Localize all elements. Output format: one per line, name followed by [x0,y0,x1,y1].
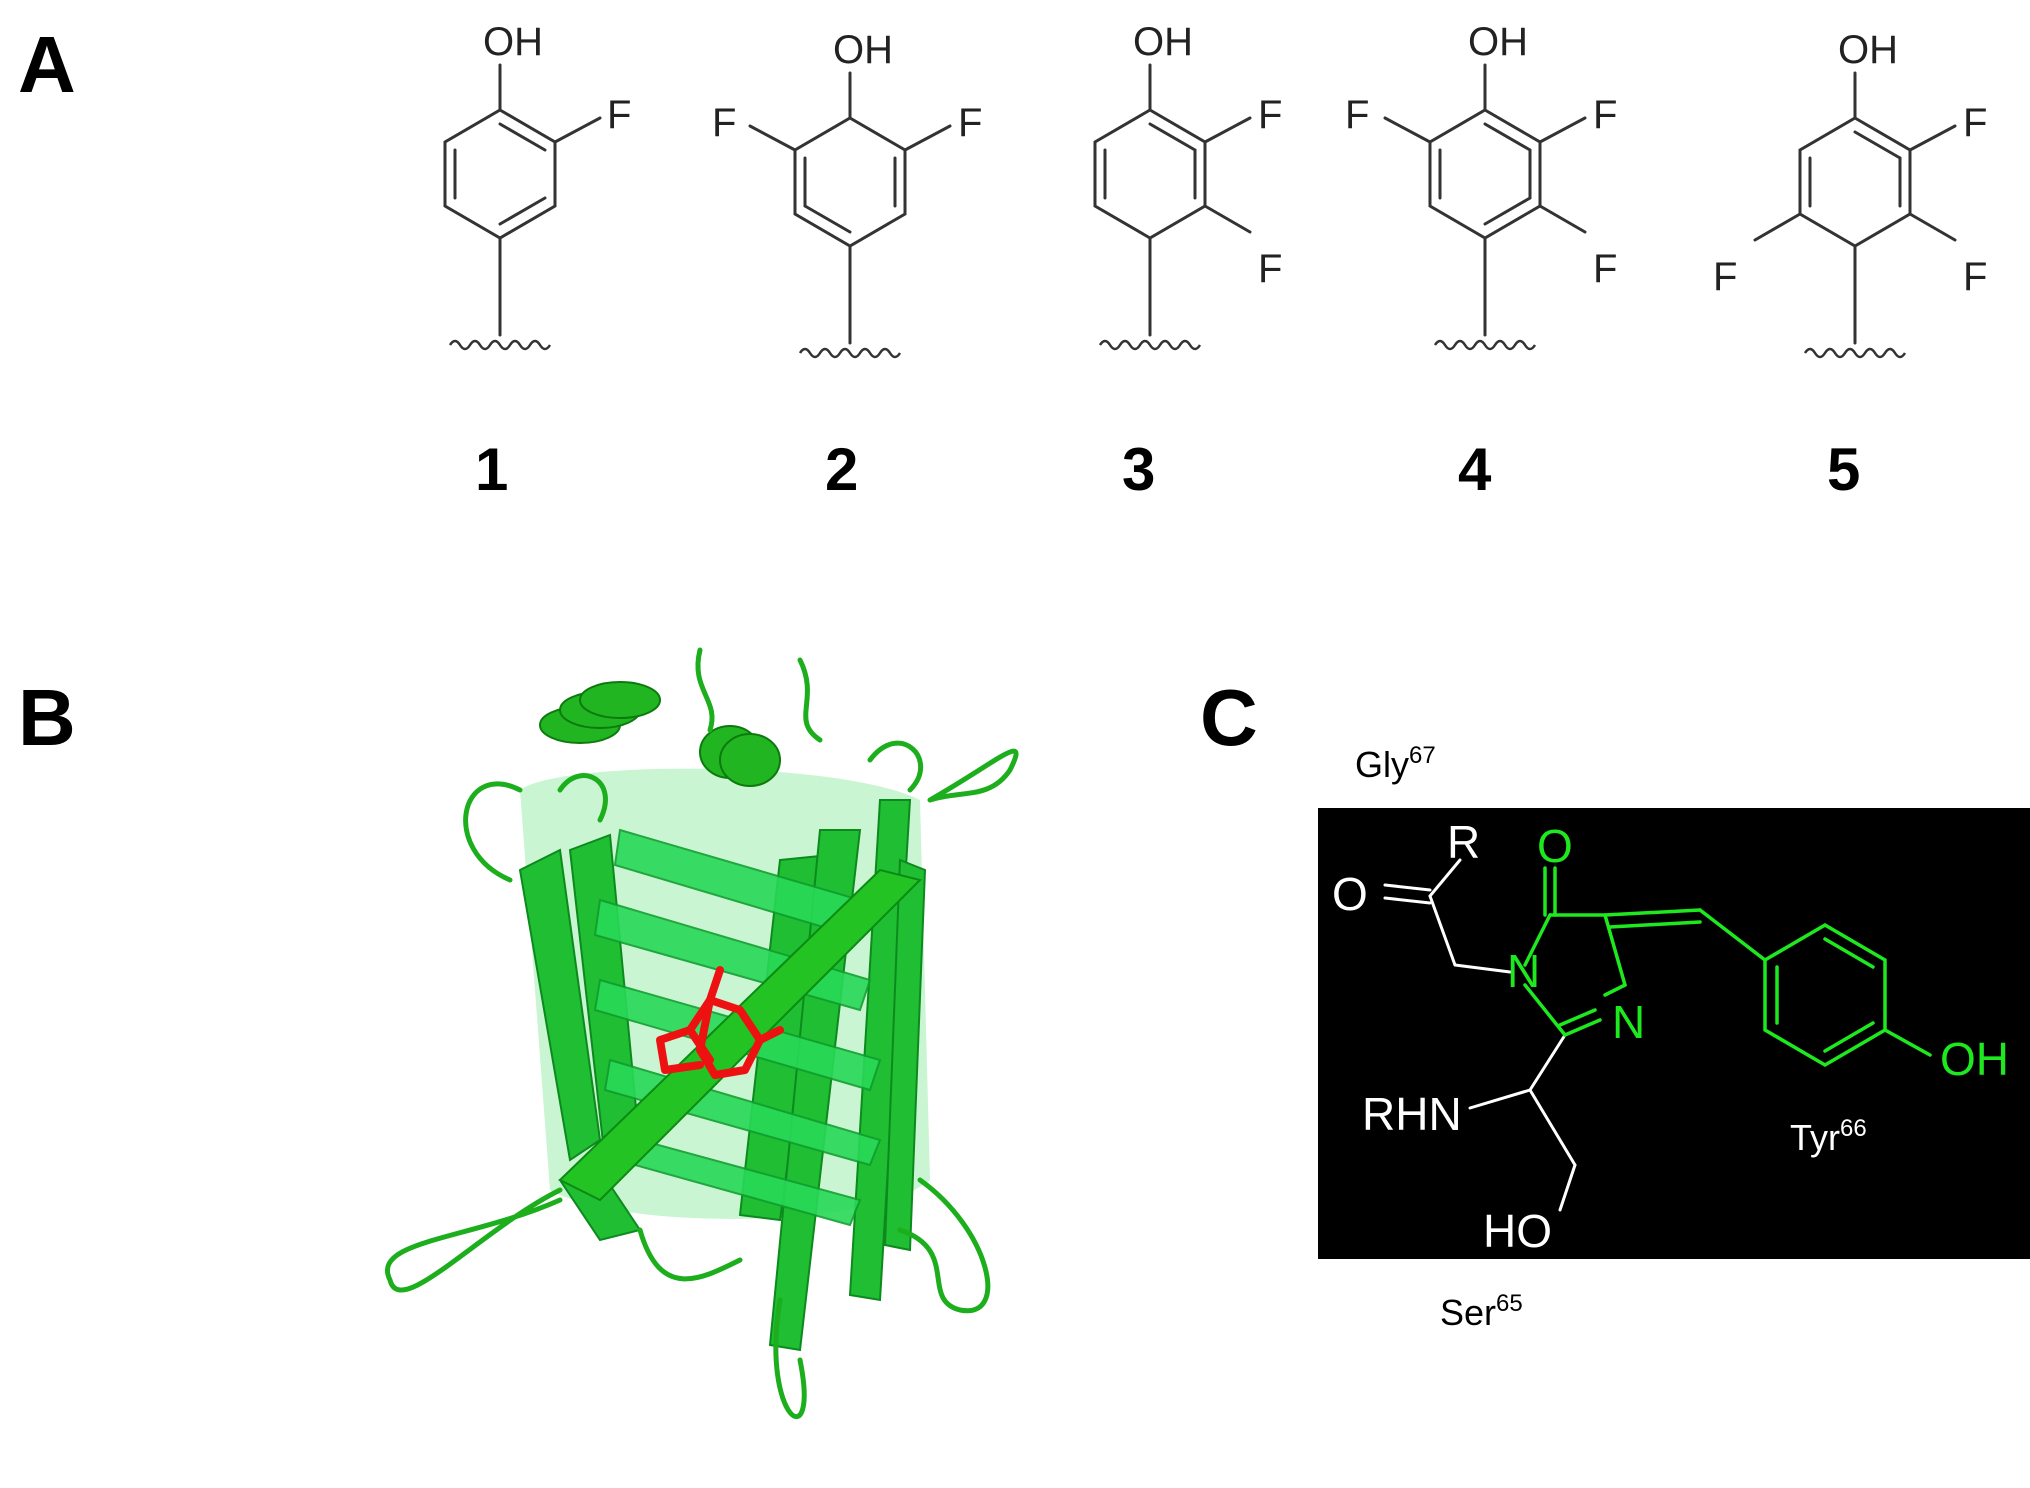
chromophore-ho: HO [1483,1205,1552,1257]
compound-5-fluorine-left: F [1713,255,1737,299]
compound-4-fluorine-left: F [1345,93,1369,137]
chromophore-n1: N [1507,945,1540,997]
chromophore-o-green: O [1537,820,1573,872]
compound-4-fluorine-bottom-right: F [1593,247,1617,291]
residue-gly-name: Gly [1355,744,1409,785]
residue-tyr-label: Tyr66 [1790,1115,1867,1158]
compound-5-structure: OH F F F [1713,28,1987,359]
compound-2-fluorine-right: F [958,101,982,145]
chromophore-o-white: O [1332,868,1368,920]
chromophore-r: R [1447,816,1480,868]
chromophore-oh-green: OH [1940,1033,2009,1085]
residue-gly-label: Gly67 [1355,742,1436,785]
compound-3-fluorine-bottom: F [1258,247,1282,291]
compound-3-number: 3 [1122,436,1155,503]
residue-ser-number: 65 [1496,1290,1523,1317]
residue-tyr-name: Tyr [1790,1117,1840,1158]
panel-c-label: C [1200,673,1258,762]
compound-4-structure: OH F F F [1345,20,1617,351]
compound-4-oh: OH [1468,20,1528,64]
compound-5-fluorine-bottom: F [1963,255,1987,299]
compound-5-fluorine-top: F [1963,101,1987,145]
chromophore-box [1318,808,2030,1259]
residue-tyr-number: 66 [1840,1115,1867,1142]
residue-ser-name: Ser [1440,1292,1496,1333]
chromophore-n2: N [1612,996,1645,1048]
compound-2-oh: OH [833,28,893,72]
residue-ser-label: Ser65 [1440,1290,1523,1333]
compound-3-structure: OH F F [1093,20,1282,351]
chromophore-rhn: RHN [1362,1088,1462,1140]
compound-3-fluorine-top: F [1258,93,1282,137]
compound-5-number: 5 [1827,436,1860,503]
compound-2-structure: OH F F [712,28,982,359]
panel-b-label: B [18,673,76,762]
residue-gly-number: 67 [1409,742,1436,769]
compound-4-number: 4 [1458,436,1492,503]
compound-1-number: 1 [475,436,508,503]
panel-a-label: A [18,20,76,109]
compound-2-fluorine-left: F [712,101,736,145]
chromophore-structure: O N N OH R O RHN HO [1332,816,2009,1257]
compound-1-oh: OH [483,20,543,64]
compound-4-fluorine-top-right: F [1593,93,1617,137]
gfp-protein-ribbon [385,647,1019,1420]
compound-1-structure: OH F [443,20,631,351]
compound-3-oh: OH [1133,20,1193,64]
compound-1-fluorine: F [607,93,631,137]
compound-5-oh: OH [1838,28,1898,72]
compound-2-number: 2 [825,436,858,503]
chromophore-red [656,966,784,1079]
